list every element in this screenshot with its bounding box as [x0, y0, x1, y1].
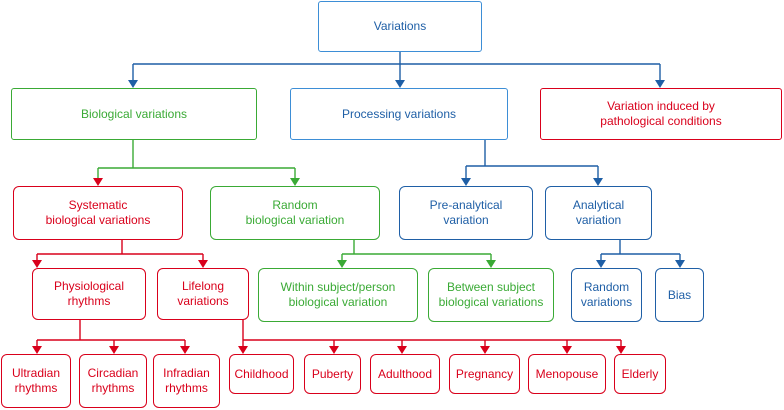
node-analytical: Analytical variation	[545, 186, 652, 240]
node-systematic-biological: Systematic biological variations	[13, 186, 183, 240]
node-within-subject: Within subject/person biological variati…	[258, 268, 418, 322]
connector-random-bio-arrows	[337, 260, 496, 268]
connector-physiological-arrows	[32, 346, 190, 354]
connector-biological	[97, 140, 296, 180]
connector-processing-arrows	[461, 178, 603, 186]
connector-random-arrow	[290, 178, 300, 186]
connector-processing	[465, 140, 599, 180]
node-infradian-rhythms: Infradian rhythms	[153, 354, 220, 408]
connector-lifelong-arrows	[238, 346, 626, 354]
connector-root-arrows	[128, 80, 665, 88]
node-between-subject: Between subject biological variations	[428, 268, 554, 322]
node-lifelong-variations: Lifelong variations	[157, 268, 249, 320]
node-elderly: Elderly	[614, 354, 666, 394]
node-physiological-rhythms: Physiological rhythms	[32, 268, 146, 320]
node-circadian-rhythms: Circadian rhythms	[79, 354, 147, 408]
connector-root	[132, 52, 661, 82]
connector-lifelong	[242, 320, 622, 348]
connector-systematic-arrows	[32, 260, 208, 268]
connector-physiological	[36, 320, 186, 348]
node-pre-analytical: Pre-analytical variation	[399, 186, 533, 240]
node-variations: Variations	[318, 1, 482, 52]
connector-random-bio	[341, 240, 492, 262]
node-random-variations: Random variations	[571, 268, 642, 322]
node-bias: Bias	[655, 268, 704, 322]
node-random-biological: Random biological variation	[210, 186, 380, 240]
node-ultradian-rhythms: Ultradian rhythms	[1, 354, 71, 408]
connector-analytical-arrows	[596, 260, 685, 268]
node-pathological-variation: Variation induced by pathological condit…	[540, 88, 782, 140]
connector-systematic-arrow	[93, 178, 103, 186]
node-processing-variations: Processing variations	[290, 88, 508, 140]
node-biological-variations: Biological variations	[11, 88, 257, 140]
node-childhood: Childhood	[229, 354, 294, 394]
node-pregnancy: Pregnancy	[449, 354, 520, 394]
node-puberty: Puberty	[304, 354, 361, 394]
node-adulthood: Adulthood	[370, 354, 440, 394]
node-menopause: Menopouse	[528, 354, 606, 394]
connector-systematic	[36, 240, 204, 262]
connector-analytical	[600, 240, 681, 262]
